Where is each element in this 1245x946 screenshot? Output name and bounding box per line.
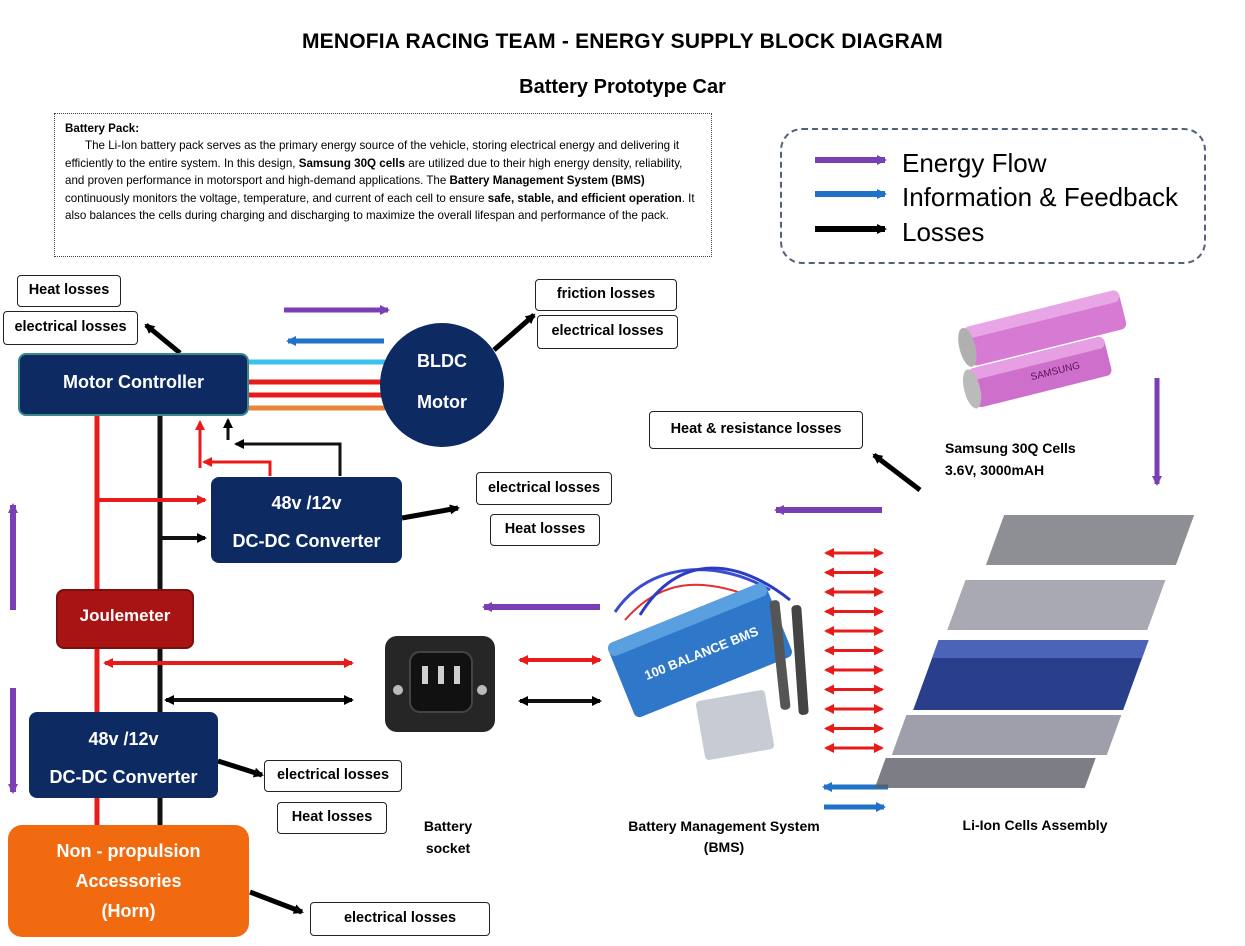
- accessories-line1: Non - propulsion: [56, 841, 201, 861]
- accessories-block: Non - propulsion Accessories (Horn): [8, 825, 249, 937]
- description-heading: Battery Pack:: [65, 122, 140, 135]
- dcdc-converter-lower: 48v /12v DC-DC Converter: [29, 712, 218, 798]
- samsung-cells-label-line2: 3.6V, 3000mAH: [945, 462, 1045, 478]
- legend-energy-flow: Energy Flow: [902, 148, 1047, 178]
- description-text-2: are utilized due to their high energy de…: [65, 156, 683, 188]
- description-text-3: continuously monitors the voltage, tempe…: [65, 191, 488, 205]
- legend-box: Energy Flow Information & Feedback Losse…: [780, 128, 1206, 264]
- battery-pack-description: Battery Pack: The Li-Ion battery pack se…: [54, 113, 712, 257]
- battery-socket-image: [385, 636, 495, 732]
- energy-flow-arrows: [7, 378, 1162, 794]
- page-subtitle: Battery Prototype Car: [519, 76, 726, 98]
- samsung-cells-label: Samsung 30Q Cells 3.6V, 3000mAH: [945, 437, 1105, 481]
- joulemeter-block: Joulemeter: [56, 589, 194, 649]
- loss-arrows: [144, 313, 922, 915]
- loss-electrical-accessories: electrical losses: [310, 902, 490, 936]
- bms-label-line1: Battery Management System: [628, 818, 820, 834]
- bms-label: Battery Management System (BMS): [610, 816, 838, 858]
- bldc-label-line1: BLDC: [417, 351, 467, 371]
- bldc-motor-label: BLDC Motor: [380, 323, 504, 413]
- loss-friction-motor: friction losses: [535, 279, 677, 311]
- description-bold-3: safe, stable, and efficient operation: [487, 191, 682, 205]
- dcdc-upper-label: DC-DC Converter: [232, 531, 381, 551]
- loss-electrical-motor: electrical losses: [537, 315, 678, 349]
- legend-arrows: [815, 155, 887, 234]
- loss-heat-dcdc-lower: Heat losses: [277, 802, 387, 834]
- loss-heat-resistance-cells: Heat & resistance losses: [649, 411, 863, 449]
- dcdc-converter-upper: 48v /12v DC-DC Converter: [211, 477, 402, 563]
- bms-image: 100 BALANCE BMS: [608, 566, 809, 760]
- legend-losses: Losses: [902, 217, 985, 247]
- loss-electrical-motor-controller: electrical losses: [3, 311, 138, 345]
- dcdc-lower-voltage: 48v /12v: [88, 729, 159, 749]
- socket-bms-arrows: [518, 655, 602, 706]
- dcdc-lower-label: DC-DC Converter: [49, 767, 198, 787]
- bldc-label-line2: Motor: [417, 392, 467, 412]
- battery-socket-label: Battery socket: [405, 815, 491, 859]
- description-text-1: The Li-Ion battery pack serves as the pr…: [65, 139, 680, 170]
- loss-electrical-dcdc-upper: electrical losses: [476, 472, 612, 505]
- li-ion-assembly-label: Li-Ion Cells Assembly: [962, 817, 1108, 833]
- dcdc-upper-voltage: 48v /12v: [271, 493, 342, 513]
- loss-heat-motor-controller: Heat losses: [17, 275, 121, 307]
- bldc-motor-circle: [380, 323, 504, 447]
- page-title: MENOFIA RACING TEAM - ENERGY SUPPLY BLOC…: [301, 30, 943, 53]
- description-bold-1: Samsung 30Q cells: [298, 156, 406, 170]
- legend-information-feedback: Information & Feedback: [902, 182, 1179, 212]
- loss-heat-dcdc-upper: Heat losses: [490, 514, 600, 546]
- battery-socket-label-line2: socket: [425, 840, 471, 856]
- samsung-cells-label-line1: Samsung 30Q Cells: [945, 440, 1076, 456]
- motor-controller-block: Motor Controller: [18, 353, 249, 416]
- bms-cell-links: [824, 548, 884, 753]
- bms-feedback-arrows: [822, 782, 888, 812]
- li-ion-assembly-image: [874, 515, 1195, 788]
- motor-wires: [249, 305, 390, 411]
- bms-label-line2: (BMS): [703, 839, 745, 855]
- loss-electrical-dcdc-lower: electrical losses: [264, 760, 402, 792]
- accessories-line2: Accessories: [75, 871, 182, 891]
- samsung-cells-image: SAMSUNG: [958, 290, 1127, 409]
- accessories-line3: (Horn): [101, 901, 156, 921]
- description-text-4: . It also balances the cells during char…: [65, 191, 695, 223]
- battery-socket-label-line1: Battery: [423, 818, 473, 834]
- description-bold-2: Battery Management System (BMS): [449, 174, 645, 188]
